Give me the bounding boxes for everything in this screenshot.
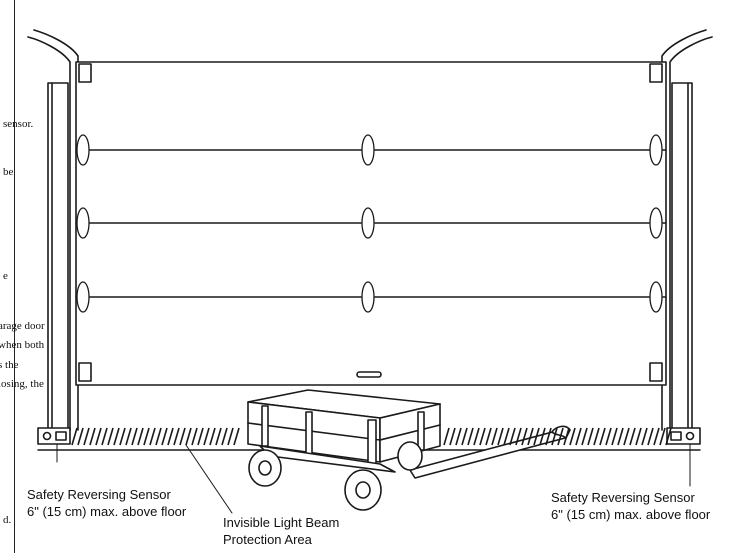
beam-hatch-stroke xyxy=(491,427,498,446)
fragment-4: arage door xyxy=(0,320,45,332)
beam-hatch-stroke xyxy=(461,427,468,446)
beam-caption-line1: Invisible Light Beam xyxy=(223,515,340,530)
beam-hatch-stroke xyxy=(179,427,186,446)
beam-hatch-stroke xyxy=(95,427,102,446)
beam-hatch-stroke xyxy=(83,427,90,446)
beam-hatch-stroke xyxy=(479,427,486,446)
beam-hatch-stroke xyxy=(197,427,204,446)
beam-hatch-stroke xyxy=(203,427,210,446)
beam-hatch-stroke xyxy=(209,427,216,446)
right-sensor-caption: Safety Reversing Sensor 6" (15 cm) max. … xyxy=(551,489,710,523)
beam-hatch-stroke xyxy=(215,427,222,446)
fragment-1: sensor. xyxy=(3,118,34,130)
right-sensor-icon xyxy=(666,427,701,487)
beam-hatch-stroke xyxy=(185,427,192,446)
beam-hatch-stroke xyxy=(623,427,630,446)
fragment-3: e xyxy=(3,270,8,282)
beam-hatch-stroke xyxy=(167,427,174,446)
beam-hatch-stroke xyxy=(665,427,672,446)
beam-hatch-stroke xyxy=(107,427,114,446)
beam-hatch-stroke xyxy=(161,427,168,446)
beam-hatch-stroke xyxy=(77,427,84,446)
beam-hatch-stroke xyxy=(143,427,150,446)
beam-hatch-stroke xyxy=(521,427,528,446)
fragment-2: be xyxy=(3,166,14,178)
beam-hatch-stroke xyxy=(473,427,480,446)
right-track xyxy=(661,29,713,440)
beam-hatch-stroke xyxy=(557,427,564,446)
fragment-7: losing, the xyxy=(0,378,44,390)
beam-hatch-stroke xyxy=(227,427,234,446)
beam-hatch-stroke xyxy=(449,427,456,446)
beam-hatch-stroke xyxy=(653,427,660,446)
beam-hatch-stroke xyxy=(233,427,240,446)
right-sensor-caption-line1: Safety Reversing Sensor xyxy=(551,490,695,505)
beam-hatch-stroke xyxy=(617,427,624,446)
beam-hatch-stroke xyxy=(455,427,462,446)
beam-caption: Invisible Light Beam Protection Area xyxy=(223,514,339,548)
fragment-5: when both xyxy=(0,339,45,351)
beam-hatch-stroke xyxy=(509,427,516,446)
beam-hatch-stroke xyxy=(551,427,558,446)
beam-hatch-stroke xyxy=(467,427,474,446)
beam-hatch-stroke xyxy=(149,427,156,446)
door-hinges xyxy=(76,134,663,313)
beam-hatch-stroke xyxy=(137,427,144,446)
beam-hatch-stroke xyxy=(131,427,138,446)
beam-hatch-stroke xyxy=(443,427,450,446)
beam-hatch-stroke xyxy=(113,427,120,446)
beam-hatch-stroke xyxy=(221,427,228,446)
beam-hatch-stroke xyxy=(191,427,198,446)
door-handle-icon xyxy=(356,371,382,378)
right-sensor-caption-line2: 6" (15 cm) max. above floor xyxy=(551,507,711,522)
beam-hatch-stroke xyxy=(563,427,570,446)
page-edge-line xyxy=(14,0,15,553)
left-sensor-caption-line1: Safety Reversing Sensor xyxy=(27,487,171,502)
beam-hatch-stroke xyxy=(539,427,546,446)
beam-hatch-stroke xyxy=(635,427,642,446)
beam-hatch-stroke xyxy=(125,427,132,446)
light-beam-icon xyxy=(71,427,672,446)
beam-hatch-stroke xyxy=(641,427,648,446)
beam-hatch-stroke xyxy=(647,427,654,446)
wagon-icon xyxy=(247,389,571,511)
beam-leader-line xyxy=(185,444,233,514)
beam-hatch-stroke xyxy=(599,427,606,446)
fragment-8: d. xyxy=(3,514,12,526)
beam-hatch-stroke xyxy=(611,427,618,446)
beam-hatch-stroke xyxy=(155,427,162,446)
beam-hatch-stroke xyxy=(605,427,612,446)
beam-hatch-stroke xyxy=(581,427,588,446)
beam-hatch-stroke xyxy=(89,427,96,446)
beam-hatch-stroke xyxy=(101,427,108,446)
left-sensor-icon xyxy=(37,427,71,463)
wagon-wheels xyxy=(248,441,423,511)
fragment-6: s the xyxy=(0,359,19,371)
left-sensor-caption-line2: 6" (15 cm) max. above floor xyxy=(27,504,187,519)
garage-door-icon xyxy=(75,61,667,386)
beam-hatch-stroke xyxy=(515,427,522,446)
beam-hatch-stroke xyxy=(173,427,180,446)
left-sensor-caption: Safety Reversing Sensor 6" (15 cm) max. … xyxy=(27,486,186,520)
beam-hatch-stroke xyxy=(503,427,510,446)
beam-hatch-stroke xyxy=(71,427,78,446)
beam-hatch-stroke xyxy=(659,427,666,446)
beam-hatch-stroke xyxy=(587,427,594,446)
beam-hatch-stroke xyxy=(533,427,540,446)
beam-hatch-stroke xyxy=(527,427,534,446)
beam-hatch-stroke xyxy=(569,427,576,446)
beam-hatch-stroke xyxy=(629,427,636,446)
beam-hatch-stroke xyxy=(485,427,492,446)
beam-hatch-stroke xyxy=(497,427,504,446)
beam-hatch-stroke xyxy=(119,427,126,446)
beam-hatch-stroke xyxy=(593,427,600,446)
beam-caption-line2: Protection Area xyxy=(223,532,312,547)
beam-hatch-stroke xyxy=(575,427,582,446)
beam-hatch-stroke xyxy=(545,427,552,446)
